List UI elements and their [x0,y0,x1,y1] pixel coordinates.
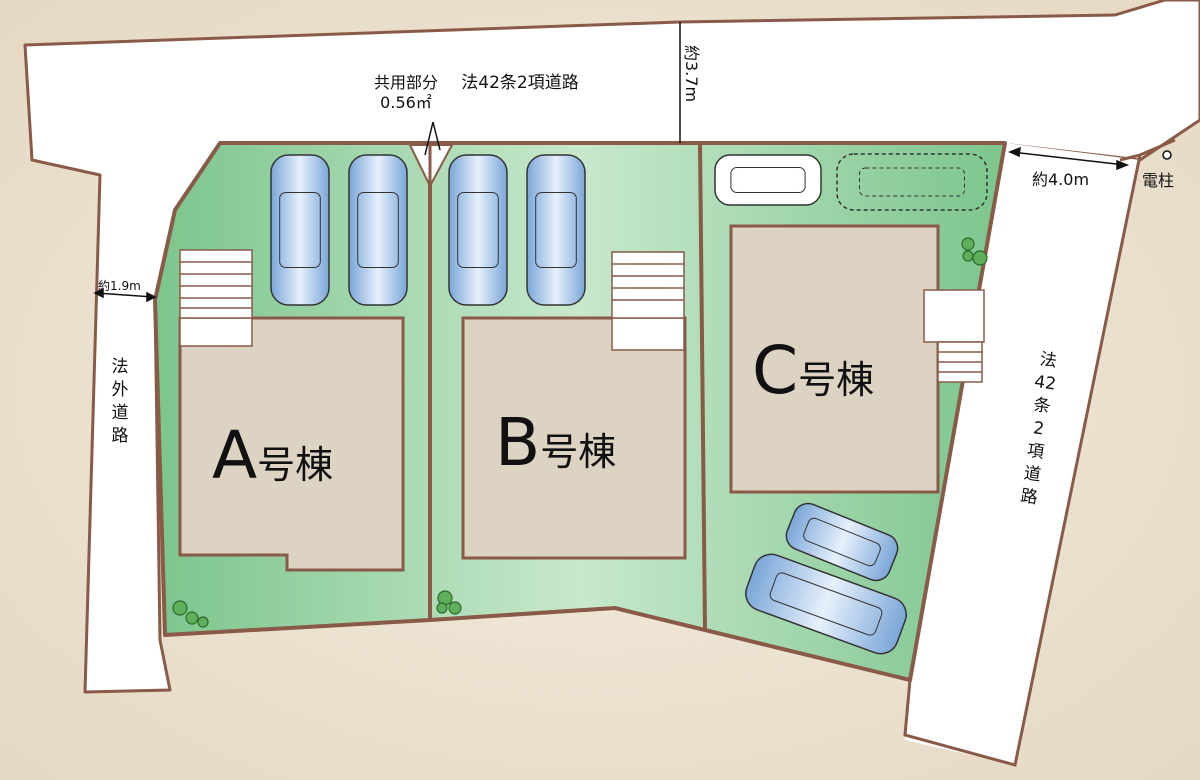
house-b [461,251,687,560]
lot-divider-bc [698,142,707,631]
common-area-pointer [424,121,441,156]
left-road-char: 路 [112,426,129,446]
left-road-width: 約1.9m [98,278,141,293]
utility-pole-label: 電柱 [1142,171,1174,190]
right-road-char: 42 [1033,372,1057,395]
utility-pole-icon [1162,150,1172,160]
right-road-char: 項 [1026,441,1046,463]
car-icon [270,154,330,306]
top-road-width: 約3.7m [682,45,701,102]
car-icon [785,502,899,582]
common-area-size: 0.56㎡ [380,93,432,112]
house-c [729,224,985,494]
car-icon [714,154,822,206]
building-c-label: C号棟 [752,332,874,409]
car-icon [448,154,508,306]
right-road-char: 条 [1032,395,1052,417]
shrubs [172,237,988,628]
common-area-label: 共用部分 [374,73,438,92]
right-road [905,143,1140,765]
left-road-char: 法 [112,357,129,377]
car-icon [745,553,907,655]
right-road-width: 約4.0m [1032,170,1089,189]
left-road-char: 外 [112,380,129,400]
right-road-char: 法 [1039,349,1059,371]
car-icon [836,153,988,211]
building-a-label: A号棟 [212,417,333,494]
right-road-char: 路 [1019,486,1039,508]
car-icon [526,154,586,306]
car-icon [348,154,408,306]
right-road-char: 道 [1023,463,1043,485]
parking-cars [270,153,988,655]
top-road-label: 法42条2項道路 [461,73,578,93]
right-road-char: 2 [1032,418,1046,439]
building-b-label: B号棟 [495,404,616,481]
house-a [178,249,405,572]
left-road-char: 道 [112,403,129,423]
